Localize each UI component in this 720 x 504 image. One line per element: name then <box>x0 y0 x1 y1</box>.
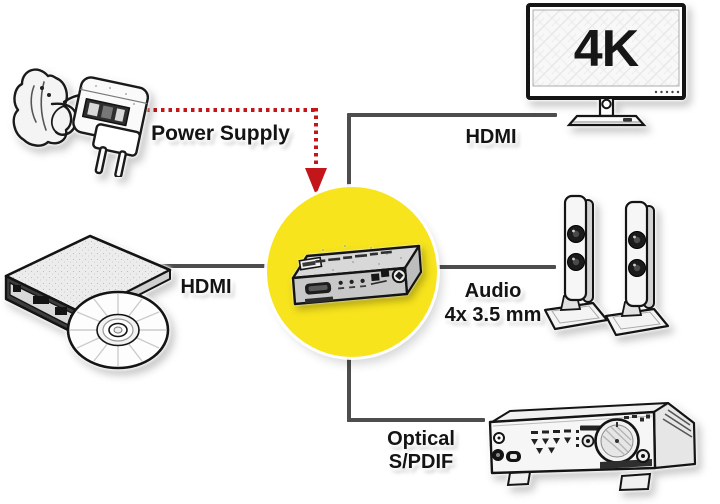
monitor-4k-icon: 4K <box>520 2 705 132</box>
connection-line-spdif-horizontal <box>347 418 485 422</box>
switch-icon <box>370 269 390 285</box>
dvd-player-icon <box>0 222 180 374</box>
dvd-player-drawing <box>4 234 172 370</box>
av-receiver-icon <box>472 392 712 504</box>
tower-speakers-icon <box>543 188 708 338</box>
power-supply-drawing <box>12 68 150 179</box>
audio-label: Audio 4x 3.5 mm <box>425 279 561 327</box>
hdmi-display-label: HDMI <box>465 126 517 148</box>
connection-line-spdif-vertical <box>347 342 351 422</box>
power-supply-icon <box>8 52 158 179</box>
tower-speakers-drawing <box>543 194 670 337</box>
power-arrow-dotted-horizontal <box>146 108 318 112</box>
optical-label-line1: Optical <box>387 428 455 450</box>
connection-line-audio <box>428 265 556 269</box>
power-arrowhead-icon <box>305 168 327 195</box>
disc-icon <box>66 290 170 370</box>
optical-spdif-label: Optical S/PDIF <box>356 428 486 474</box>
volume-knob-icon <box>594 418 640 464</box>
hdmi-audio-extractor-drawing <box>291 244 423 306</box>
optical-label-line2: S/PDIF <box>388 451 454 473</box>
hdmi-source-label: HDMI <box>180 276 232 298</box>
monitor-4k-drawing: 4K <box>526 3 686 127</box>
monitor-screen-text: 4K <box>574 20 640 78</box>
hdmi-audio-extractor-icon <box>283 220 423 332</box>
audio-label-line1: Audio <box>464 280 522 302</box>
connection-line-hdmi-source <box>148 264 278 268</box>
connection-line-hdmi-display-horizontal <box>347 113 557 117</box>
connection-line-hdmi-display-vertical <box>347 114 351 202</box>
av-receiver-drawing <box>488 401 697 492</box>
power-supply-label: Power Supply <box>151 122 290 145</box>
audio-label-line2: 4x 3.5 mm <box>444 304 542 326</box>
power-arrow-dotted-vertical <box>314 108 318 170</box>
